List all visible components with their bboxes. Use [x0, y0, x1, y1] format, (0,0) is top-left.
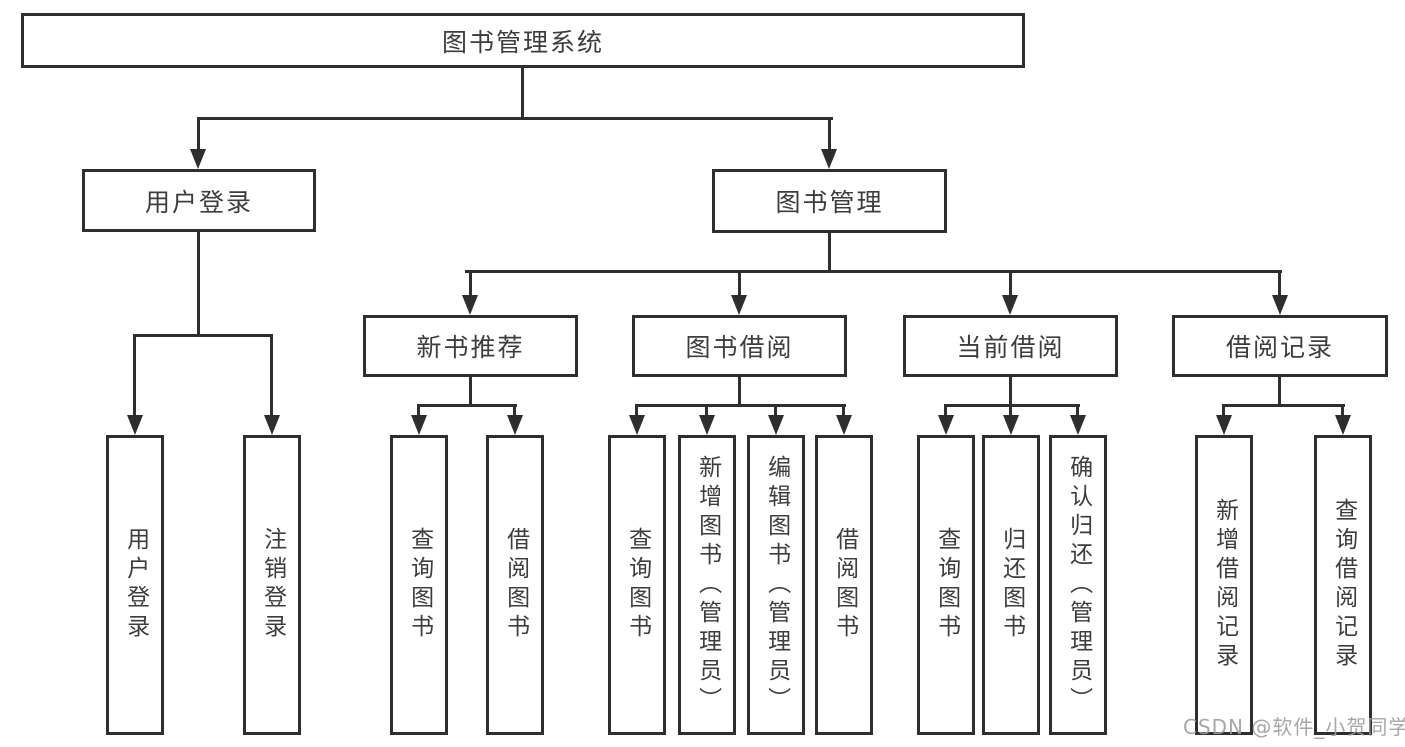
edge-line	[1341, 404, 1344, 417]
node-book-management-label: 图书管理	[775, 188, 884, 217]
arrowhead-icon	[699, 415, 715, 435]
leaf-edit-books-admin: 编辑图书（管理员）	[747, 435, 805, 735]
edge-line	[417, 404, 517, 407]
edge-line	[1009, 404, 1012, 417]
arrowhead-icon	[411, 415, 427, 435]
leaf-add-books-admin-label: 新增图书（管理员）	[694, 454, 721, 716]
node-user-login: 用户登录	[82, 169, 316, 232]
leaf-query-books-borrowing-label: 查询图书	[624, 527, 651, 643]
arrowhead-icon	[938, 415, 954, 435]
edge-line	[828, 232, 831, 273]
edge-line	[944, 404, 1080, 407]
leaf-query-books-recommend: 查询图书	[390, 435, 448, 735]
edge-line	[197, 117, 200, 150]
leaf-borrow-books-recommend: 借阅图书	[486, 435, 544, 735]
edge-line	[705, 404, 708, 417]
arrowhead-icon	[821, 149, 837, 169]
leaf-return-books-label: 归还图书	[998, 527, 1025, 643]
edge-line	[417, 404, 420, 417]
edge-line	[842, 404, 845, 417]
leaf-query-borrow-record: 查询借阅记录	[1314, 435, 1372, 735]
edge-line	[133, 334, 273, 337]
arrowhead-icon	[507, 415, 523, 435]
edge-line	[738, 376, 741, 407]
node-book-borrowing-label: 图书借阅	[685, 333, 794, 362]
arrowhead-icon	[190, 149, 206, 169]
leaf-logout: 注销登录	[243, 435, 301, 735]
node-user-login-label: 用户登录	[144, 187, 253, 217]
leaf-return-books: 归还图书	[982, 435, 1040, 735]
edge-line	[1076, 404, 1079, 417]
leaf-confirm-return-admin-label: 确认归还（管理员）	[1065, 454, 1092, 716]
leaf-borrow-books-recommend-label: 借阅图书	[502, 527, 529, 643]
edge-line	[1009, 376, 1012, 407]
arrowhead-icon	[1002, 295, 1018, 315]
edge-line	[133, 334, 136, 417]
leaf-confirm-return-admin: 确认归还（管理员）	[1049, 435, 1107, 735]
arrowhead-icon	[264, 415, 280, 435]
edge-line	[270, 334, 273, 417]
node-new-book-recommendation: 新书推荐	[363, 315, 578, 377]
edge-line	[465, 270, 1282, 273]
arrowhead-icon	[768, 415, 784, 435]
edge-line	[197, 117, 833, 120]
leaf-add-borrow-record-label: 新增借阅记录	[1211, 498, 1238, 672]
leaf-query-books-borrowing: 查询图书	[608, 435, 666, 735]
leaf-user-login-label: 用户登录	[122, 527, 149, 643]
edge-line	[635, 404, 638, 417]
arrowhead-icon	[1272, 295, 1288, 315]
arrowhead-icon	[127, 415, 143, 435]
leaf-logout-label: 注销登录	[259, 527, 286, 643]
node-borrowing-records: 借阅记录	[1172, 315, 1388, 377]
node-root-label: 图书管理系统	[441, 27, 604, 57]
csdn-watermark: CSDN @软件_小贺同学	[1183, 715, 1405, 739]
node-new-book-recommendation-label: 新书推荐	[416, 333, 525, 362]
edge-line	[635, 404, 846, 407]
edge-line	[1278, 376, 1281, 407]
edge-line	[197, 231, 200, 337]
leaf-edit-books-admin-label: 编辑图书（管理员）	[763, 454, 790, 716]
edge-line	[1009, 270, 1012, 297]
edge-line	[1278, 270, 1281, 297]
edge-line	[521, 68, 524, 119]
leaf-query-books-current: 查询图书	[917, 435, 975, 735]
edge-line	[469, 376, 472, 407]
arrowhead-icon	[629, 415, 645, 435]
node-current-borrowing: 当前借阅	[903, 315, 1118, 377]
edge-line	[944, 404, 947, 417]
node-root: 图书管理系统	[21, 13, 1025, 68]
leaf-add-borrow-record: 新增借阅记录	[1195, 435, 1253, 735]
edge-line	[738, 270, 741, 297]
leaf-query-borrow-record-label: 查询借阅记录	[1330, 498, 1357, 672]
edge-line	[1222, 404, 1345, 407]
arrowhead-icon	[836, 415, 852, 435]
node-current-borrowing-label: 当前借阅	[956, 333, 1065, 362]
leaf-user-login: 用户登录	[106, 435, 164, 735]
arrowhead-icon	[1216, 415, 1232, 435]
edge-line	[513, 404, 516, 417]
edge-line	[1222, 404, 1225, 417]
leaf-query-books-current-label: 查询图书	[933, 527, 960, 643]
arrowhead-icon	[462, 295, 478, 315]
leaf-borrow-books-borrowing-label: 借阅图书	[831, 527, 858, 643]
edge-line	[828, 117, 831, 150]
edge-line	[774, 404, 777, 417]
leaf-add-books-admin: 新增图书（管理员）	[678, 435, 736, 735]
arrowhead-icon	[1070, 415, 1086, 435]
node-book-management: 图书管理	[712, 169, 947, 233]
leaf-borrow-books-borrowing: 借阅图书	[815, 435, 873, 735]
arrowhead-icon	[1003, 415, 1019, 435]
node-book-borrowing: 图书借阅	[632, 315, 847, 377]
arrowhead-icon	[731, 295, 747, 315]
edge-line	[469, 270, 472, 297]
arrowhead-icon	[1335, 415, 1351, 435]
leaf-query-books-recommend-label: 查询图书	[406, 527, 433, 643]
node-borrowing-records-label: 借阅记录	[1225, 333, 1334, 362]
